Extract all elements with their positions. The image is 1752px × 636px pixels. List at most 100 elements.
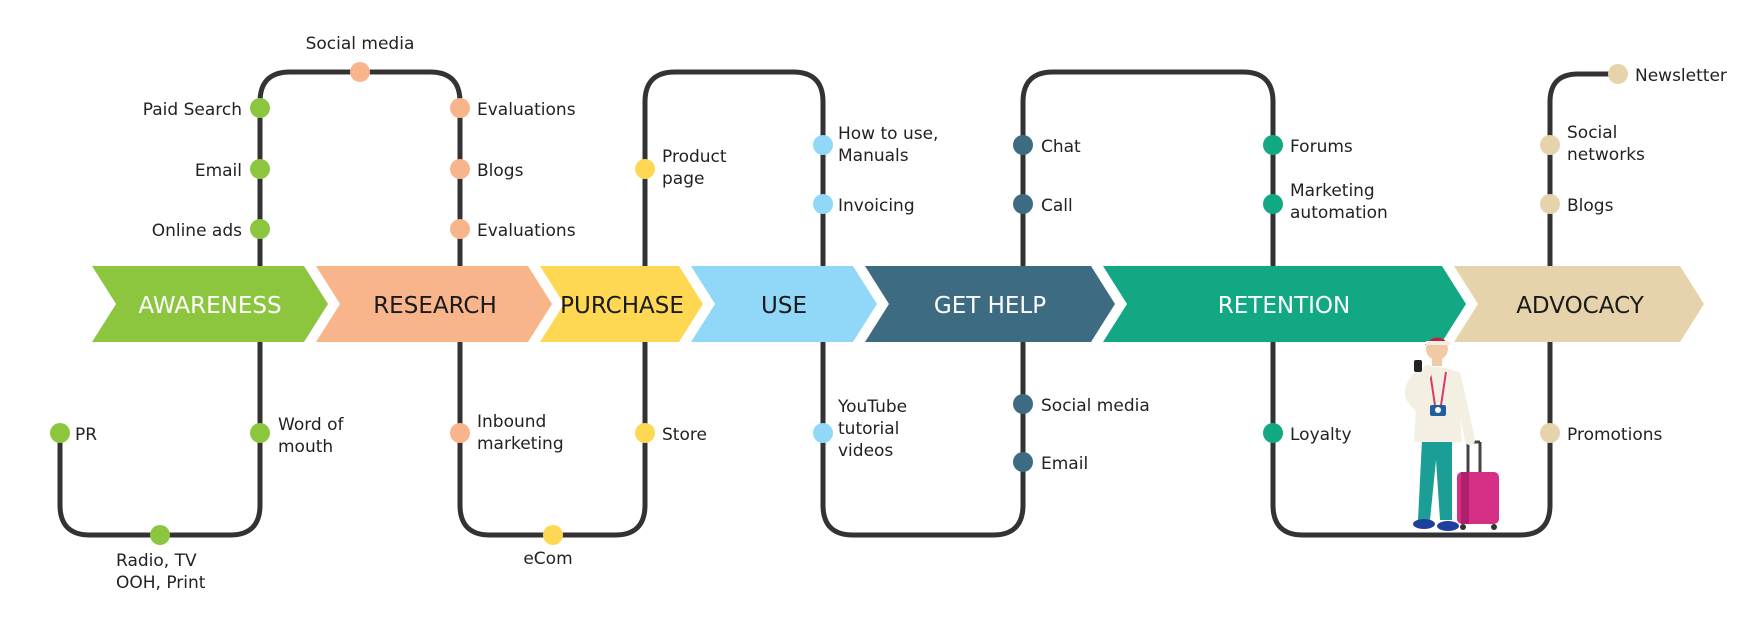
touchpoint-label-line: mouth xyxy=(278,437,333,457)
touchpoint-dot xyxy=(250,219,270,239)
awareness-label: AWARENESS xyxy=(138,293,281,319)
touchpoint-label: Forums xyxy=(1290,137,1353,157)
stage-research: RESEARCH xyxy=(316,266,552,342)
stage-advocacy: ADVOCACY xyxy=(1454,266,1704,342)
touchpoint-label: PR xyxy=(75,425,97,445)
touchpoint-label: Blogs xyxy=(477,161,524,181)
touchpoint-dot xyxy=(1540,423,1560,443)
touchpoint-dot xyxy=(813,194,833,214)
touchpoint: Newsletter xyxy=(1608,64,1727,86)
touchpoint-label-line: PR xyxy=(75,425,97,445)
touchpoint-dot xyxy=(1263,135,1283,155)
touchpoint-label-line: Inbound xyxy=(477,412,546,432)
touchpoint-dot xyxy=(543,525,563,545)
touchpoint-label: Online ads xyxy=(152,221,242,241)
touchpoint-label-line: Social media xyxy=(306,34,415,54)
touchpoint-dot xyxy=(1608,64,1628,84)
touchpoint: Store xyxy=(635,423,707,445)
touchpoint-label: Newsletter xyxy=(1635,66,1727,86)
touchpoint-dot xyxy=(813,423,833,443)
touchpoint: Paid Search xyxy=(143,98,270,120)
touchpoint-dot xyxy=(1013,452,1033,472)
touchpoint-label-line: OOH, Print xyxy=(116,573,206,593)
touchpoint-label-line: Blogs xyxy=(1567,196,1614,216)
retention-chevron xyxy=(1103,266,1466,342)
touchpoint-label-line: Blogs xyxy=(477,161,524,181)
touchpoint-dot xyxy=(250,98,270,118)
touchpoint: Email xyxy=(195,159,270,181)
get-help-label: GET HELP xyxy=(934,293,1046,319)
touchpoint-label: Social media xyxy=(306,34,415,54)
touchpoint-label-line: Marketing xyxy=(1290,181,1375,201)
touchpoint-label-line: Online ads xyxy=(152,221,242,241)
touchpoint-label-line: How to use, xyxy=(838,124,938,144)
touchpoint-dot xyxy=(450,219,470,239)
stage-purchase: PURCHASE xyxy=(540,266,703,342)
touchpoint-label-line: Word of xyxy=(278,415,345,435)
touchpoint-label-line: YouTube xyxy=(837,397,907,417)
touchpoint: Social media xyxy=(1013,394,1150,416)
touchpoint-label: How to use,Manuals xyxy=(838,124,938,166)
touchpoint-dot xyxy=(50,423,70,443)
touchpoint-label-line: page xyxy=(662,169,704,189)
touchpoint: Loyalty xyxy=(1263,423,1352,445)
touchpoint-label-line: Call xyxy=(1041,196,1073,216)
touchpoint: Online ads xyxy=(152,219,270,241)
touchpoint-label: Email xyxy=(1041,454,1088,474)
touchpoint-label: Email xyxy=(195,161,242,181)
touchpoint-dot xyxy=(1013,394,1033,414)
touchpoint-label: Social media xyxy=(1041,396,1150,416)
research-chevron xyxy=(316,266,552,342)
touchpoint: Evaluations xyxy=(450,98,576,120)
touchpoint: Chat xyxy=(1013,135,1081,157)
use-label: USE xyxy=(761,293,807,319)
touchpoint-label: Store xyxy=(662,425,707,445)
touchpoint-label: Loyalty xyxy=(1290,425,1352,445)
touchpoint: Social media xyxy=(306,34,415,82)
touchpoint: eCom xyxy=(523,525,573,569)
touchpoint-label-line: automation xyxy=(1290,203,1388,223)
touchpoint-label-line: Social media xyxy=(1041,396,1150,416)
advocacy-chevron xyxy=(1454,266,1704,342)
touchpoint-label-line: Email xyxy=(1041,454,1088,474)
touchpoint-label: Evaluations xyxy=(477,221,576,241)
awareness-chevron xyxy=(92,266,328,342)
research-label: RESEARCH xyxy=(373,293,497,319)
touchpoint: PR xyxy=(50,423,97,445)
touchpoint-dot xyxy=(150,525,170,545)
touchpoint-label-line: Newsletter xyxy=(1635,66,1727,86)
use-chevron xyxy=(691,266,877,342)
touchpoint-label: Blogs xyxy=(1567,196,1614,216)
touchpoint-dot xyxy=(1540,135,1560,155)
touchpoint-dot xyxy=(635,159,655,179)
purchase-label: PURCHASE xyxy=(560,293,684,319)
touchpoint-dot xyxy=(813,135,833,155)
touchpoint-dot xyxy=(350,62,370,82)
touchpoint-dot xyxy=(250,423,270,443)
touchpoint-label-line: Radio, TV xyxy=(116,551,197,571)
touchpoint: Blogs xyxy=(1540,194,1614,216)
touchpoint-dot xyxy=(635,423,655,443)
touchpoint-dot xyxy=(1263,194,1283,214)
touchpoint-label-line: Manuals xyxy=(838,146,909,166)
touchpoint-label-line: eCom xyxy=(523,549,572,569)
touchpoint: Forums xyxy=(1263,135,1353,157)
touchpoint-label-line: Paid Search xyxy=(143,100,242,120)
touchpoint-label-line: Forums xyxy=(1290,137,1353,157)
get-help-chevron xyxy=(865,266,1115,342)
touchpoint-dot xyxy=(450,98,470,118)
touchpoint-label-line: Store xyxy=(662,425,707,445)
stage-get-help: GET HELP xyxy=(865,266,1115,342)
touchpoint: Promotions xyxy=(1540,423,1662,445)
touchpoint-label-line: Loyalty xyxy=(1290,425,1352,445)
